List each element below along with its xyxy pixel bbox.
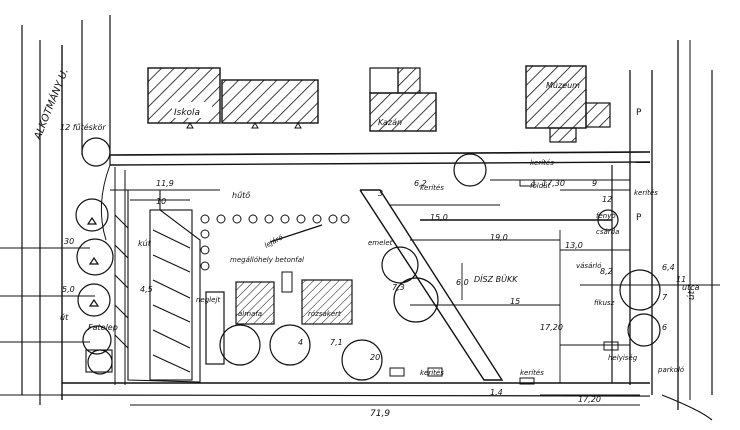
- flower-beds: [205, 271, 353, 365]
- dim-62: 6,2: [414, 179, 427, 188]
- site-boundary: [0, 151, 651, 397]
- dim-71: 7,1: [330, 338, 343, 347]
- dim-50: 5,0: [62, 285, 75, 294]
- building-kazan-label: Kazán: [378, 118, 402, 127]
- label-diszbuk: DÍSZ BÜKK: [474, 273, 518, 284]
- dim-12: 12: [602, 195, 612, 204]
- label-rozsa: rózsakert: [308, 310, 341, 318]
- label-emel: emelet: [368, 239, 393, 247]
- label-neglect: neglejt: [196, 296, 220, 304]
- dim-14: 1,4: [490, 388, 503, 397]
- dim-4: 4: [298, 338, 303, 347]
- label-alma: almafa: [238, 310, 262, 318]
- label-fenyo: fenyő: [596, 211, 616, 220]
- label-kerito1: kerítés: [420, 369, 444, 377]
- building-iskola-label: Iskola: [174, 108, 200, 118]
- label-kerito2: kerítés: [420, 184, 444, 192]
- dim-15: 15: [510, 297, 520, 306]
- diagonal-path: [359, 189, 612, 381]
- label-beton: megállóhely betonfal: [230, 256, 304, 264]
- building-muzeum: Múzeum: [525, 65, 611, 143]
- building-kazan: Kazán: [369, 67, 437, 132]
- label-fatelep: Fatelep: [88, 323, 118, 332]
- label-kerites-right: kerítés: [634, 189, 658, 197]
- label-hiuze: hűtő: [232, 191, 250, 200]
- label-parkolo: parkoló: [657, 366, 685, 374]
- dim-17: 17,20: [540, 323, 563, 332]
- stair-zone: [85, 190, 201, 383]
- dim-1730: 17,30: [542, 179, 565, 188]
- dim-11: 11: [676, 275, 686, 284]
- label-tunnel: lejáró: [263, 233, 285, 250]
- dim-150: 15,0: [430, 213, 448, 222]
- label-p1: P: [636, 108, 642, 118]
- label-csarda: csárda: [596, 228, 619, 236]
- middle-trees: [219, 153, 487, 381]
- dim-60: 6,0: [456, 278, 469, 287]
- label-kerito3: kerítés: [530, 159, 554, 167]
- label-kis-ut: út: [60, 313, 69, 322]
- street-name-right: út: [687, 290, 697, 300]
- right-street-lines: [629, 40, 713, 410]
- building-muzeum-label: Múzeum: [546, 81, 580, 90]
- dim-130: 13,0: [565, 241, 583, 250]
- dim-20: 20: [370, 353, 380, 362]
- label-kerito4: kerítés: [520, 369, 544, 377]
- dim-3: 3: [378, 189, 383, 198]
- dim-119: 11,9: [156, 179, 174, 188]
- label-fikusz: fikusz: [594, 299, 615, 307]
- dimension-lines: [0, 179, 720, 406]
- label-utca: utca: [682, 283, 700, 292]
- dot-row: [200, 214, 350, 271]
- dim-9: 9: [592, 179, 597, 188]
- label-helyutca: helyiség: [608, 354, 638, 362]
- dim-1720: 17,20: [578, 395, 601, 404]
- label-vasarlo: vásárló: [576, 262, 602, 270]
- dim-45: 4,5: [140, 285, 153, 294]
- dim-82: 8,2: [600, 267, 613, 276]
- label-fut: 12 fűtéskör: [60, 122, 106, 132]
- dim-10: 10: [156, 197, 166, 206]
- benches: [389, 179, 619, 385]
- label-p2: P: [636, 213, 642, 223]
- dim-30: 30: [64, 237, 74, 246]
- dim-7: 7: [662, 293, 668, 302]
- label-kut: kút: [138, 239, 152, 248]
- dim-6: 6: [662, 323, 667, 332]
- building-iskola: Iskola: [147, 67, 319, 129]
- dim-64: 6,4: [662, 263, 675, 272]
- dim-73: 7,3: [392, 283, 405, 292]
- dim-190: 19,0: [490, 233, 508, 242]
- left-street-lines: [21, 15, 111, 405]
- right-trees: [597, 209, 713, 421]
- label-foldut: földút: [530, 182, 551, 190]
- dim-719: 71,9: [370, 409, 390, 419]
